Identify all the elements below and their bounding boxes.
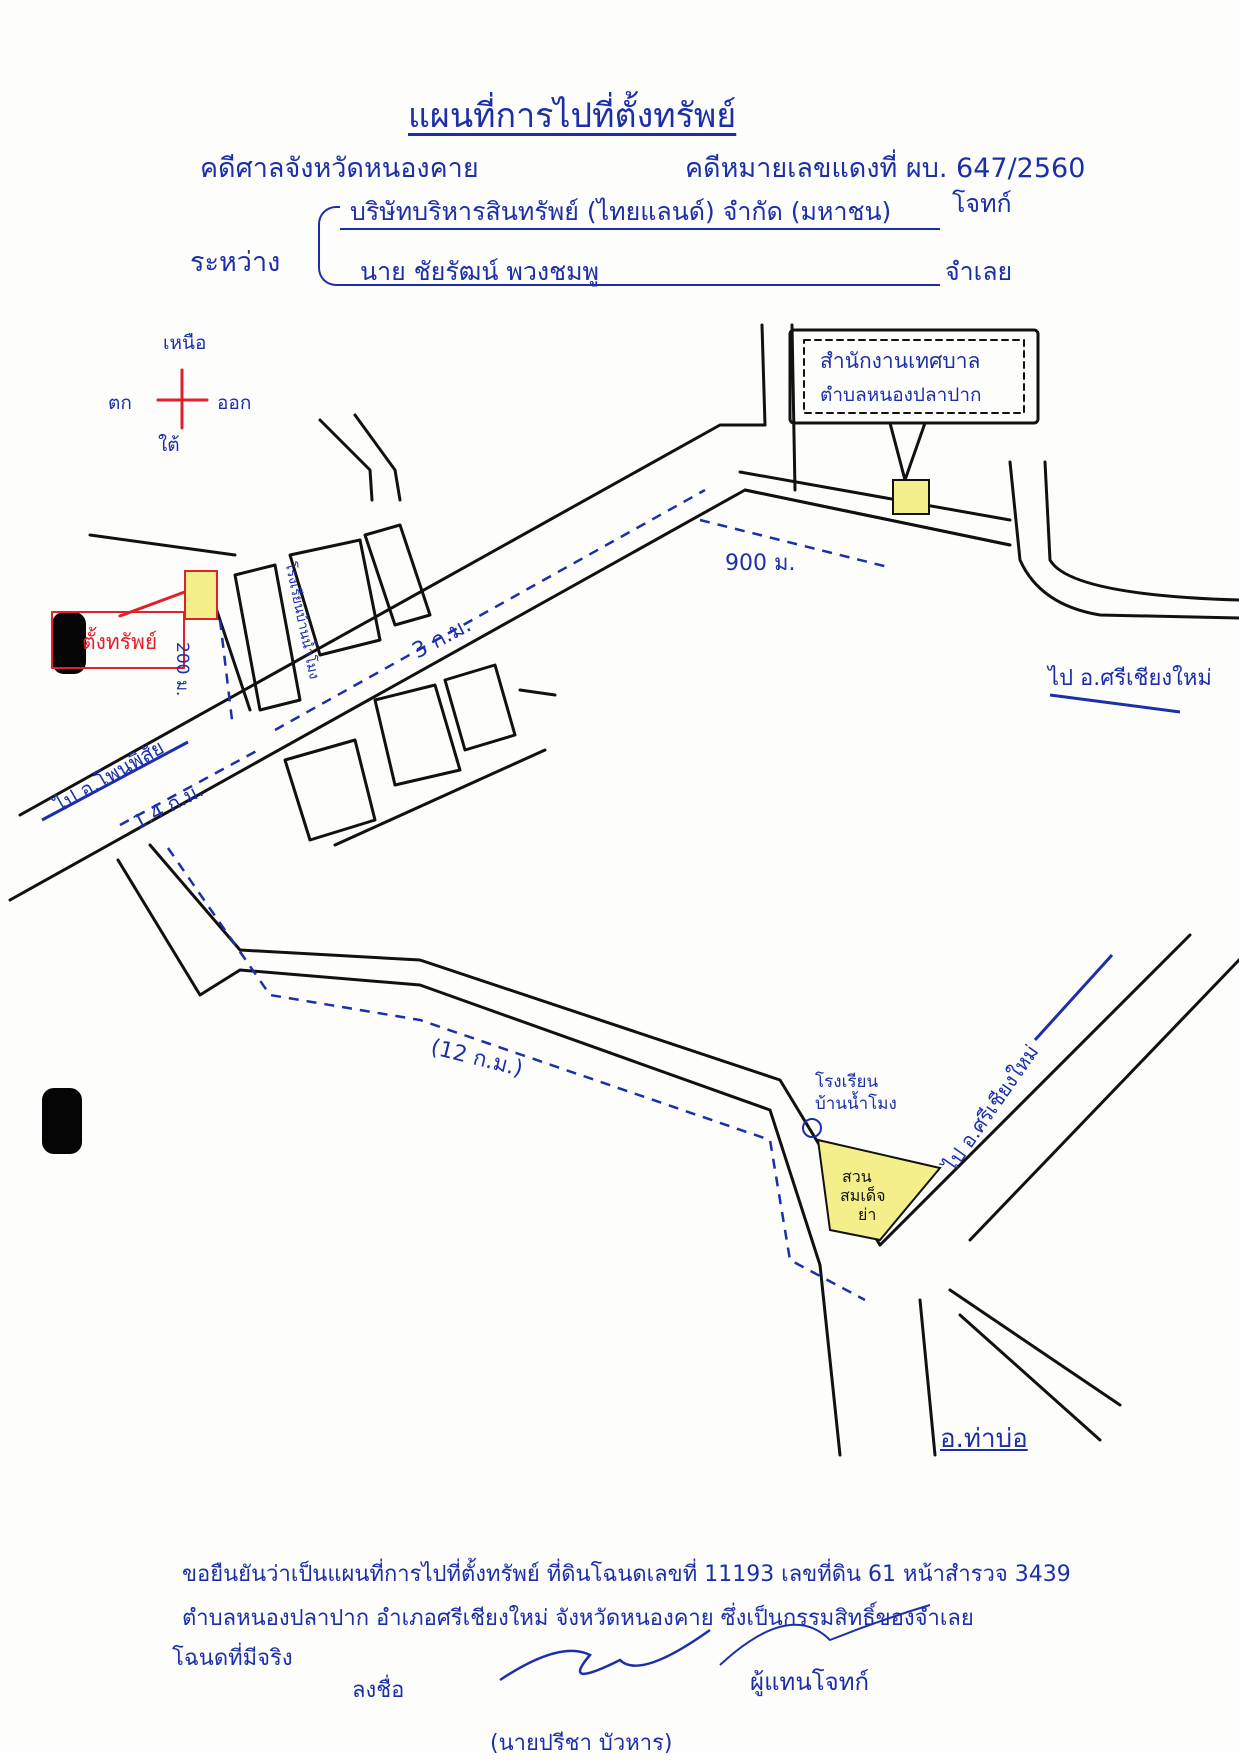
compass-east-label: ออก: [217, 392, 252, 414]
route-1-4km: [119, 746, 263, 827]
defendant-name: นาย ชัยรัฒน์ พวงชมพู: [360, 257, 600, 286]
road-east-low: [948, 1288, 1122, 1407]
compass-north-label: เหนือ: [163, 332, 207, 354]
grid-road-b: [518, 688, 557, 697]
property-callout-box: [51, 611, 185, 669]
park-label-2: สมเด็จ: [840, 1186, 886, 1205]
arrow-sichiangmai-top: [1033, 953, 1114, 1042]
office-subdistrict-label: ตำบลหนองปลาปาก: [820, 384, 982, 406]
arrow-sichiangmai-right: [1049, 693, 1181, 714]
road-north-left: [760, 323, 767, 427]
scan-blot: [42, 1088, 82, 1154]
park-label-1: สวน: [842, 1167, 872, 1186]
road-w-upper: [88, 533, 237, 557]
road-south-outer: [116, 858, 842, 1457]
signer-name: (นายปรีชา บัวหาร): [490, 1731, 673, 1756]
court-name: คดีศาลจังหวัดหนองคาย: [200, 153, 479, 184]
road-east-upper: [743, 488, 1012, 547]
direction-sichiangmai-right: ไป อ.ศรีเชียงใหม่: [1048, 666, 1212, 691]
confirmation-line-2: ตำบลหนองปลาปาก อำเภอศรีเชียงใหม่ จังหวัด…: [182, 1606, 974, 1631]
property-label: ตั้งทรัพย์: [82, 630, 158, 654]
school-bottom-label-1: โรงเรียน: [815, 1072, 879, 1092]
office-plot: [892, 479, 930, 515]
school-bottom-label-2: บ้านน้ำโมง: [815, 1094, 897, 1114]
route-12km: [166, 847, 866, 1302]
map-title: แผนที่การไปที่ตั้งทรัพย์: [408, 96, 737, 136]
park-plot: [816, 1138, 942, 1242]
road-east-low-2: [958, 1313, 1102, 1442]
road-north-right: [790, 323, 797, 492]
property-plot: [184, 570, 218, 620]
defendant-role: จำเลย: [945, 257, 1013, 286]
defendant-underline: [340, 284, 940, 286]
case-number: คดีหมายเลขแดงที่ ผบ. 647/2560: [685, 153, 1086, 184]
park-label-3: ย่า: [858, 1205, 877, 1224]
compass-south-label: ใต้: [158, 434, 180, 456]
grid-2: [373, 683, 462, 787]
tha-bo-label: อ.ท่าบ่อ: [940, 1424, 1028, 1454]
office-name-label: สำนักงานเทศบาล: [820, 349, 981, 373]
highway-edge-upper: [18, 423, 767, 817]
road-east-lower: [738, 470, 1012, 522]
between-label: ระหว่าง: [190, 247, 281, 278]
road-south-inner: [148, 843, 882, 1247]
property-pointer: [118, 588, 192, 618]
confirmation-line-1: ขอยืนยันว่าเป็นแผนที่การไปที่ตั้งทรัพย์ …: [182, 1562, 1071, 1587]
grid-1: [283, 738, 377, 842]
scan-blot: [52, 612, 86, 674]
route-900m: [699, 518, 893, 570]
plaintiff-underline: [340, 228, 940, 230]
school-marker-circle: [802, 1118, 822, 1138]
compass-west-label: ตก: [108, 392, 132, 414]
road-nw-2: [353, 413, 402, 502]
distance-900m: 900 ม.: [725, 551, 796, 576]
confirmation-line-3: โฉนดที่มีจริง: [172, 1646, 293, 1671]
road-se-2: [968, 958, 1239, 1242]
representative-label: ผู้แทนโจทก์: [750, 1668, 870, 1696]
road-se-1: [878, 933, 1192, 1247]
block-1: [233, 563, 302, 712]
plaintiff-role: โจทก์: [952, 189, 1012, 218]
grid-3: [443, 663, 517, 752]
arrow-phonphisai: [41, 740, 189, 822]
block-3: [363, 523, 432, 627]
sign-label: ลงชื่อ: [352, 1678, 405, 1703]
plaintiff-name: บริษัทบริหารสินทรัพย์ (ไทยแลนด์) จำกัด (…: [350, 197, 892, 226]
road-ne-upper: [1008, 460, 1239, 620]
block-school: [288, 538, 382, 657]
office-sign-box: [788, 328, 1040, 425]
road-tha-bo: [918, 1298, 937, 1457]
road-nw-1: [318, 418, 374, 502]
road-ne-upper-2: [1043, 460, 1239, 602]
grid-road-a: [333, 748, 547, 847]
